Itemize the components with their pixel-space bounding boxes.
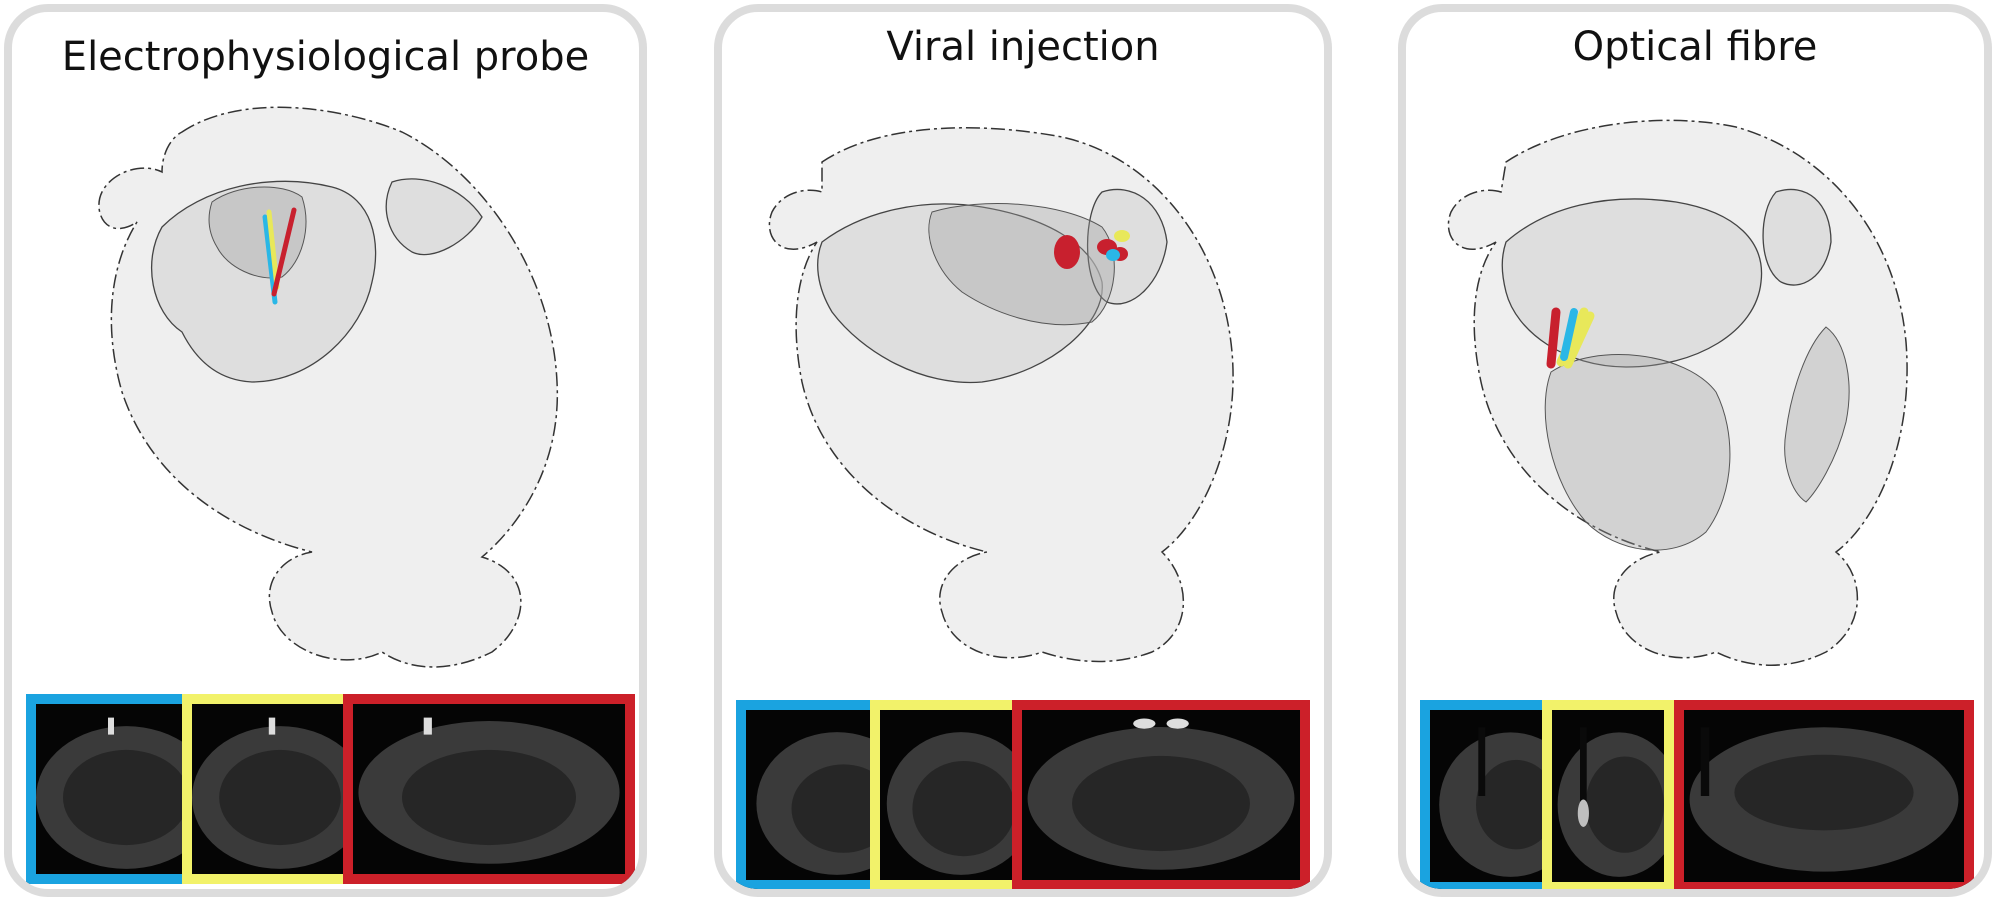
probe-track-red	[271, 207, 297, 297]
section-thumb-yellow	[182, 694, 362, 884]
section-thumb-yellow	[1542, 700, 1674, 889]
section-thumb-blue	[26, 694, 196, 884]
injection-site-yellow	[1114, 230, 1130, 242]
brain-3d-render	[768, 127, 1234, 663]
section-thumb-blue	[1420, 700, 1555, 889]
fibre-track-blue	[1560, 308, 1578, 361]
section-thumb-red	[1674, 700, 1974, 889]
panel-title: Electrophysiological probe	[61, 34, 590, 80]
injection-site-blue	[1106, 249, 1120, 261]
panel-viral-injection: Viral injection	[714, 4, 1332, 897]
section-thumb-red	[343, 694, 635, 884]
panel-title: Viral injection	[886, 24, 1160, 70]
panel-title: Optical fibre	[1572, 24, 1818, 70]
panel-electrophysiological-probe: Electrophysiological probe	[4, 4, 647, 897]
injection-site-red-1	[1054, 235, 1080, 269]
section-thumb-blue	[736, 700, 886, 889]
brain-3d-render	[98, 106, 559, 668]
section-thumb-yellow	[870, 700, 1025, 889]
section-thumb-red	[1012, 700, 1310, 889]
probe-track-yellow	[266, 209, 280, 290]
fibre-track-yellow-2	[1563, 311, 1595, 369]
fibre-track-red	[1546, 307, 1561, 369]
panel-optical-fibre: Optical fibre	[1398, 4, 1992, 897]
brain-3d-render	[1447, 119, 1908, 666]
